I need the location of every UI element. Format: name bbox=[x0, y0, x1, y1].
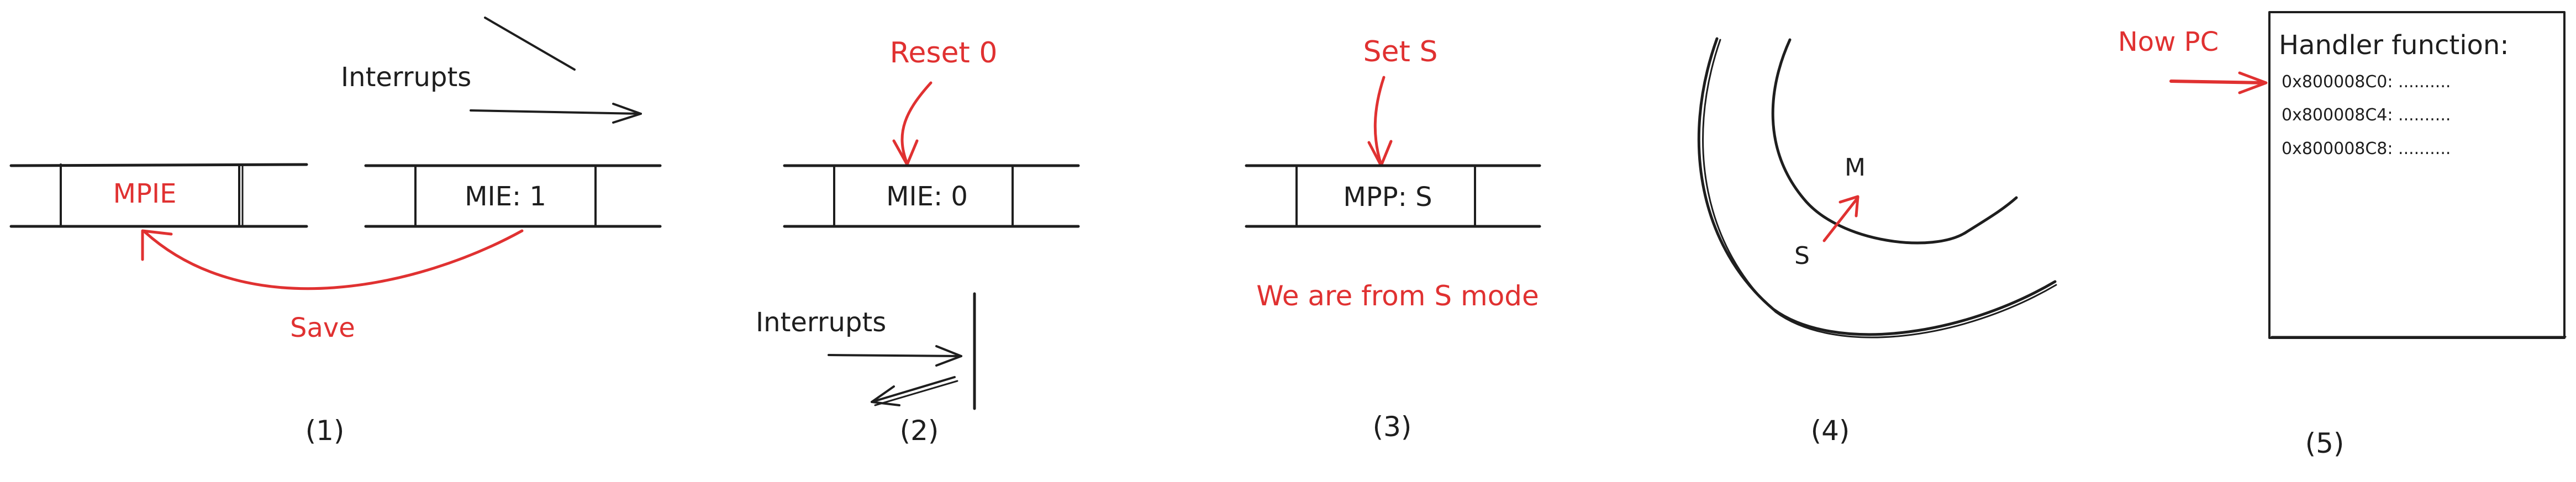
save-arrow bbox=[141, 229, 524, 290]
caption-5: (5) bbox=[2305, 427, 2345, 459]
s-mode-label: S bbox=[1794, 242, 1810, 270]
panel-2: Reset 0 MIE: 0 Interrupts (2) bbox=[756, 36, 1080, 447]
mpie-register: MPIE bbox=[9, 163, 308, 228]
set-arrow bbox=[1367, 76, 1393, 167]
caption-1: (1) bbox=[305, 415, 345, 447]
save-label: Save bbox=[290, 312, 355, 343]
mie-label: MIE: 1 bbox=[465, 181, 546, 212]
outer-curve bbox=[1697, 37, 2057, 336]
interrupts-label-2: Interrupts bbox=[756, 307, 886, 338]
mpie-label: MPIE bbox=[113, 178, 177, 209]
mpp-register: MPP: S bbox=[1245, 164, 1541, 228]
now-pc-label: Now PC bbox=[2118, 27, 2219, 57]
interrupt-arrow bbox=[470, 103, 642, 124]
handler-line-1: 0x800008C0: .......... bbox=[2282, 72, 2451, 92]
mode-switch-arrow bbox=[1822, 195, 1859, 242]
interrupt-blocked-line bbox=[484, 17, 576, 71]
handler-line-3: 0x800008C8: .......... bbox=[2282, 139, 2451, 158]
m-mode-label: M bbox=[1845, 153, 1866, 182]
pc-arrow bbox=[2169, 71, 2268, 94]
panel-3: Set S MPP: S We are from S mode (3) bbox=[1245, 35, 1541, 443]
panel-1: MPIE MIE: 1 Interrupts Save (1) bbox=[9, 17, 662, 447]
handler-line-2: 0x800008C4: .......... bbox=[2282, 105, 2451, 125]
panel-4: M S (4) bbox=[1697, 37, 2057, 447]
mie-register: MIE: 1 bbox=[364, 164, 662, 228]
mie-reset-label: MIE: 0 bbox=[886, 181, 968, 212]
inner-curve bbox=[1771, 38, 2018, 245]
interrupt-arrow-in bbox=[828, 345, 962, 367]
mpp-label: MPP: S bbox=[1343, 182, 1432, 213]
interrupts-label: Interrupts bbox=[341, 62, 471, 93]
panel-5: Now PC Handler function: 0x800008C0: ...… bbox=[2118, 11, 2567, 459]
interrupt-arrow-rejected bbox=[871, 376, 958, 406]
mie-register-reset: MIE: 0 bbox=[783, 164, 1080, 228]
caption-4: (4) bbox=[1811, 415, 1850, 447]
s-mode-note: We are from S mode bbox=[1256, 280, 1539, 312]
set-label: Set S bbox=[1363, 35, 1438, 68]
caption-3: (3) bbox=[1373, 411, 1412, 443]
handler-box: Handler function: 0x800008C0: ..........… bbox=[2268, 11, 2567, 339]
reset-arrow bbox=[892, 81, 933, 166]
reset-label: Reset 0 bbox=[890, 36, 998, 70]
handler-title: Handler function: bbox=[2279, 30, 2509, 61]
caption-2: (2) bbox=[900, 415, 939, 447]
